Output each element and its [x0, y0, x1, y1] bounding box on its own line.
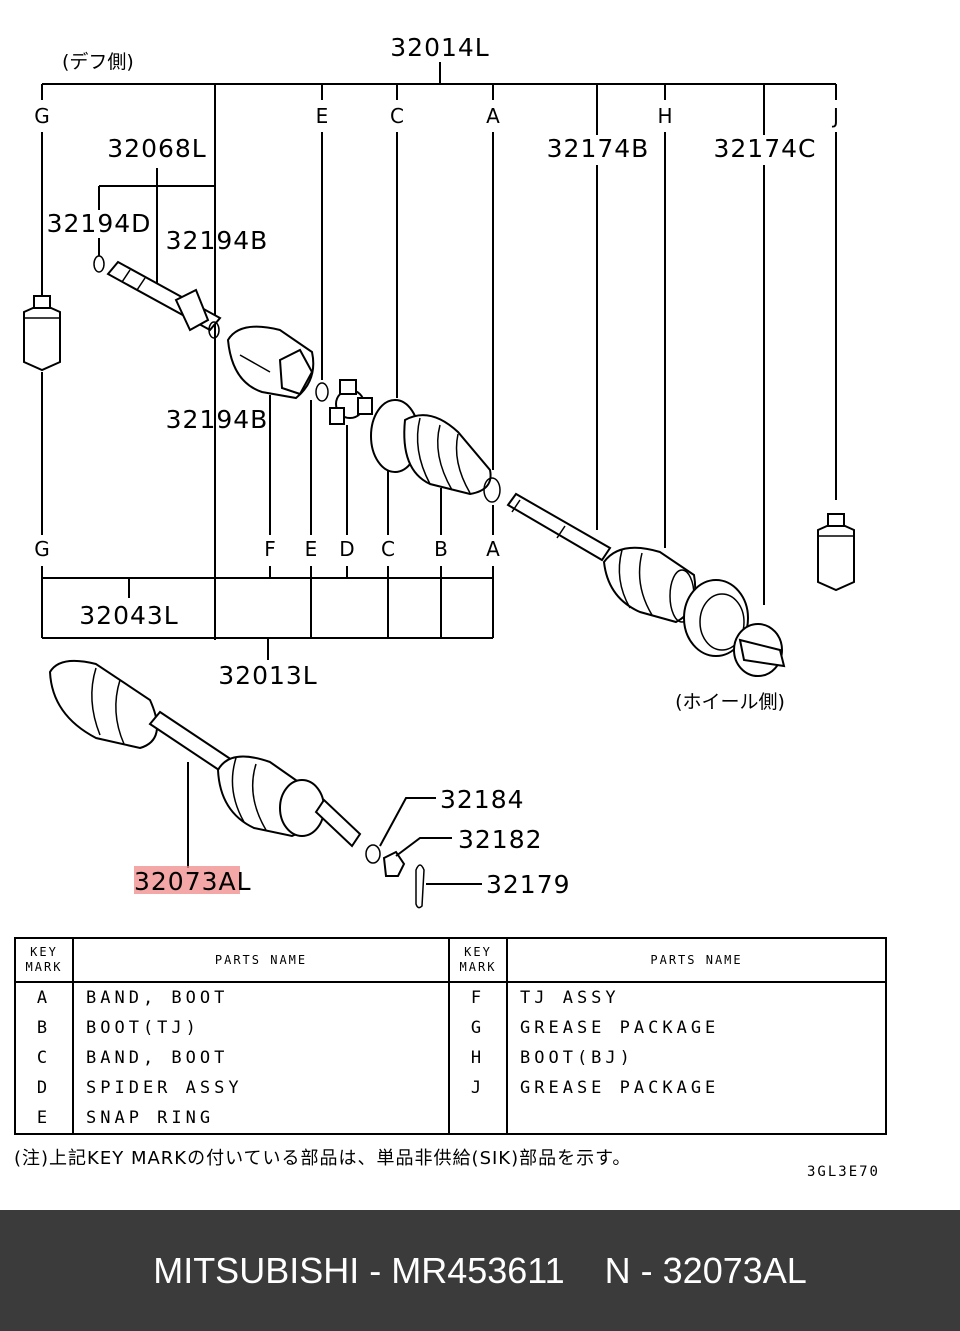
- snap-ring-32194b: [208, 321, 220, 339]
- grease-package-g: [23, 295, 61, 372]
- table-row: B BOOT(TJ) G GREASE PACKAGE: [14, 1013, 887, 1043]
- callout-32194D: 32194D: [47, 209, 152, 238]
- callout-32073AL: 32073AL: [134, 867, 252, 896]
- footnote: (注)上記KEY MARKの付いている部品は、単品非供給(SIK)部品を示す。: [14, 1148, 632, 1169]
- bj-outer-joint: [683, 579, 786, 677]
- callout-32184: 32184: [440, 785, 525, 814]
- cotter-pin-32179: [415, 864, 425, 909]
- letter-top-h: H: [657, 104, 672, 128]
- bracket-32014L: [41, 62, 837, 640]
- boot-band-a: [483, 477, 501, 503]
- callout-32014L: 32014L: [390, 33, 489, 62]
- tj-housing-f: [226, 325, 315, 400]
- callout-32194B-top: 32194B: [166, 226, 269, 255]
- assembled-driveshaft: [48, 659, 362, 848]
- letter-bot-g: G: [34, 537, 50, 561]
- callout-32179: 32179: [486, 870, 571, 899]
- header-parts-name-left: PARTS NAME: [72, 938, 450, 983]
- spider-assy-d: [329, 379, 373, 425]
- letter-top-a: A: [486, 104, 500, 128]
- bracket-32043L-32013L: [41, 566, 494, 660]
- letter-bot-f: F: [264, 537, 276, 561]
- callout-32013L: 32013L: [218, 661, 317, 690]
- letter-top-c: C: [390, 104, 404, 128]
- center-shaft: [506, 492, 612, 562]
- bj-boot-h: [602, 546, 697, 624]
- parts-diagram: 32014L (デフ側) G E C A H J 32174B 32174C 3…: [23, 33, 855, 909]
- letter-top-g: G: [34, 104, 50, 128]
- letter-bot-c: C: [381, 537, 395, 561]
- wheel-side-label: (ホイール側): [675, 691, 785, 713]
- callout-32174C: 32174C: [714, 134, 817, 163]
- table-row: D SPIDER ASSY J GREASE PACKAGE: [14, 1072, 887, 1103]
- letter-bot-a: A: [486, 537, 500, 561]
- highlight-32073A: [134, 866, 240, 894]
- callout-32194B-mid: 32194B: [166, 405, 269, 434]
- table-row: C BAND, BOOT H BOOT(BJ): [14, 1043, 887, 1073]
- header-parts-name-right: PARTS NAME: [506, 938, 887, 983]
- snap-ring-32194d: [93, 255, 105, 273]
- callout-32182: 32182: [458, 825, 543, 854]
- letter-top-j: J: [831, 104, 839, 128]
- letter-bot-d: D: [339, 537, 354, 561]
- diagram-code: 3GL3E70: [806, 1164, 880, 1180]
- letter-bot-e: E: [305, 537, 318, 561]
- diff-side-label: (デフ側): [62, 51, 134, 73]
- tj-boot-b: [370, 399, 492, 496]
- callout-32174B: 32174B: [547, 134, 650, 163]
- inner-shaft: [106, 260, 222, 332]
- callout-32043L: 32043L: [79, 601, 178, 630]
- letter-bot-b: B: [434, 537, 448, 561]
- washer-32184: [365, 844, 381, 864]
- table-row: A BAND, BOOT F TJ ASSY: [14, 982, 887, 1014]
- nut-32182: [382, 850, 406, 877]
- snap-ring-e: [315, 382, 329, 402]
- callout-32068L: 32068L: [107, 134, 206, 163]
- grease-package-j: [817, 513, 855, 592]
- letter-top-e: E: [316, 104, 329, 128]
- part-number-banner: MITSUBISHI - MR453611 N - 32073AL: [0, 1210, 960, 1331]
- table-row: E SNAP RING: [14, 1102, 887, 1134]
